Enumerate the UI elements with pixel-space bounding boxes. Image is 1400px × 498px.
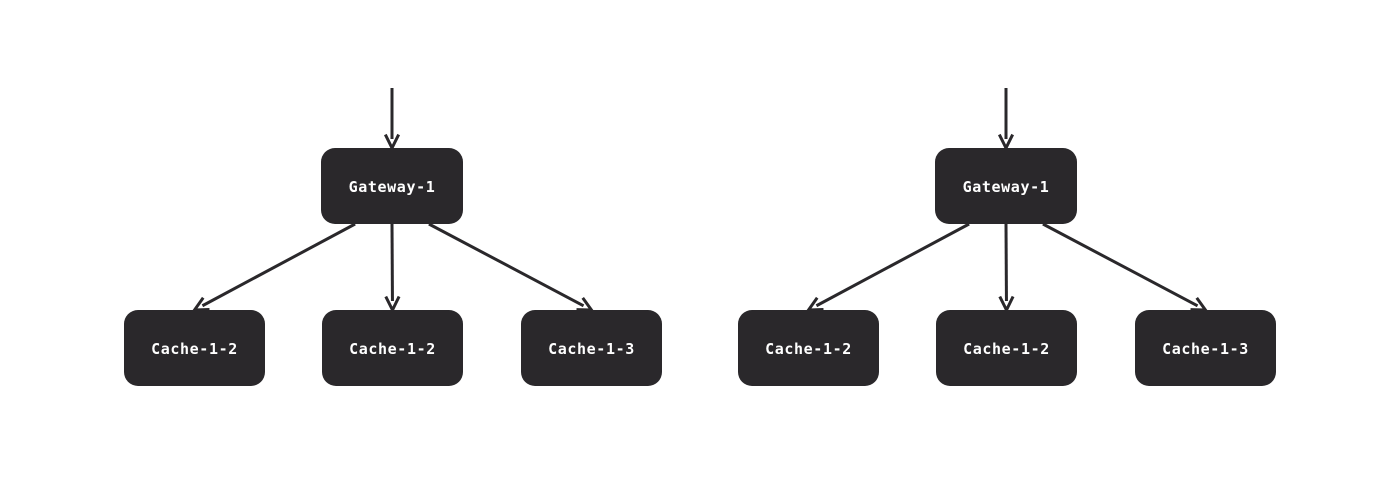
- cache-node-label: Cache-1-2: [963, 340, 1050, 358]
- edge-right-gateway-1-to-right-cache-1-3-shaft: [1042, 222, 1199, 308]
- node-right-gateway-1[interactable]: Gateway-1: [935, 148, 1077, 224]
- cache-node-label: Cache-1-3: [1162, 340, 1249, 358]
- cache-node-box[interactable]: [936, 310, 1077, 386]
- node-left-gateway-1[interactable]: Gateway-1: [321, 148, 463, 224]
- node-left-cache-1-3[interactable]: Cache-1-3: [521, 310, 662, 386]
- cache-node-box[interactable]: [1135, 310, 1276, 386]
- edge-left-gateway-1-to-left-cache-1-3-shaft: [428, 222, 585, 308]
- gateway-node-box[interactable]: [321, 148, 463, 224]
- cache-node-label: Cache-1-3: [548, 340, 635, 358]
- cache-node-box[interactable]: [521, 310, 662, 386]
- edge-left-gateway-1-to-left-cache-1-2-a-shaft: [201, 222, 356, 308]
- node-right-cache-1-2-b[interactable]: Cache-1-2: [936, 310, 1077, 386]
- cache-node-box[interactable]: [738, 310, 879, 386]
- cache-node-label: Cache-1-2: [349, 340, 436, 358]
- cache-node-box[interactable]: [322, 310, 463, 386]
- edge-right-gateway-1-to-right-cache-1-2-a-shaft: [815, 222, 970, 308]
- node-right-cache-1-3[interactable]: Cache-1-3: [1135, 310, 1276, 386]
- gateway-node-label: Gateway-1: [349, 178, 436, 196]
- cache-node-label: Cache-1-2: [151, 340, 238, 358]
- node-right-cache-1-2-a[interactable]: Cache-1-2: [738, 310, 879, 386]
- node-left-cache-1-2-b[interactable]: Cache-1-2: [322, 310, 463, 386]
- cache-node-label: Cache-1-2: [765, 340, 852, 358]
- gateway-node-label: Gateway-1: [963, 178, 1050, 196]
- node-left-cache-1-2-a[interactable]: Cache-1-2: [124, 310, 265, 386]
- cache-node-box[interactable]: [124, 310, 265, 386]
- gateway-node-box[interactable]: [935, 148, 1077, 224]
